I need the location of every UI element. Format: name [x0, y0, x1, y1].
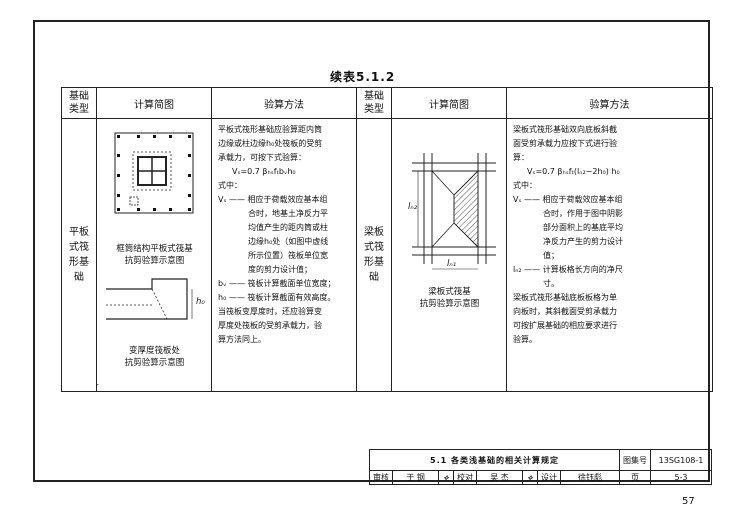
method-line: 合时，作用于图中阴影: [543, 209, 623, 218]
diagram-left-svg: [106, 132, 194, 320]
method-line: Vₛ=0.7 βₕₛfₜ(lₙ₂−2h₀) h₀: [527, 167, 620, 176]
method-line: h₀ —— 筏板计算截面有效高度。: [218, 293, 336, 302]
review-label: 审核: [369, 470, 393, 485]
review-name: 于 钢: [391, 470, 440, 485]
method-line: 算：: [513, 153, 529, 162]
raft-outline: [114, 132, 194, 214]
method-line: 承载力，可按下式验算：: [218, 153, 306, 162]
method-left: 平板式筏形基础应验算距内筒边缘或柱边缘h₀处筏板的受剪承载力，可按下式验算： Vₛ…: [211, 118, 357, 392]
method-line: 寸。: [543, 279, 559, 288]
header-diagram-right: 计算简图: [391, 87, 507, 119]
shaded-area: [453, 170, 479, 248]
calc-table: 基础 类型 计算简图 验算方法 基础 类型 计算简图 验算方法 平板 式筏 形基…: [61, 87, 713, 392]
type-right: 梁板 式筏 形基 础: [356, 118, 392, 392]
method-line: 所示位置）筏板单位宽: [248, 251, 328, 260]
method-line: 梁板式筏形基础双向底板斜截: [513, 125, 617, 134]
method-line: 厚度处筏板的受剪承载力，验: [218, 321, 322, 330]
diagram-right-cell: lₙ₂ lₙ₁ 梁板式筏基 抗剪验算示意图: [391, 118, 507, 392]
method-line: 合时，地基土净反力平: [248, 209, 328, 218]
header-type-right: 基础 类型: [356, 87, 392, 119]
atlas-number: 13SG108-1: [650, 449, 712, 471]
diagram-left-cell: h₀ 框筒结构平板式筏基 抗剪验算示意图 变厚度筏板处 抗剪验算示意图: [96, 118, 212, 392]
table-body-row: 平板 式筏 形基 础: [61, 118, 713, 392]
design-name: 徐钰彪: [559, 470, 621, 485]
method-line: 梁板式筏形基础底板板格为单: [513, 293, 617, 302]
fig1-caption: 框筒结构平板式筏基 抗剪验算示意图: [116, 244, 193, 266]
method-line: Vₛ —— 相应于荷载效应基本组: [513, 195, 623, 204]
method-line: 平板式筏形基础应验算距内筒: [218, 125, 322, 134]
dim-ln2: lₙ₂: [408, 202, 418, 212]
review-signature: ⟡: [438, 470, 454, 485]
header-method-right: 验算方法: [506, 87, 713, 119]
diagram-right-svg: [412, 153, 496, 270]
method-line: Vₛ=0.7 βₕₛfₜbᵥh₀: [232, 167, 296, 176]
method-line: 度的剪力设计值；: [248, 265, 312, 274]
method-line: 可按扩展基础的相应要求进行: [513, 321, 617, 330]
table-header-row: 基础 类型 计算简图 验算方法 基础 类型 计算简图 验算方法: [61, 87, 713, 119]
method-line: 面受剪承载力应按下式进行验: [513, 139, 617, 148]
drawing-title: 5.1 各类浅基础的相关计算规定: [369, 449, 620, 471]
method-line: bᵥ —— 筏板计算截面单位宽度；: [218, 279, 336, 288]
method-line: 边缘h₀处（如图中虚线: [248, 237, 329, 246]
method-line: 验算。: [513, 335, 537, 344]
page-label: 页: [619, 470, 651, 485]
dim-h0-left: h₀: [196, 297, 205, 307]
critical-section: [132, 151, 172, 191]
header-type-left: 基础 类型: [61, 87, 97, 119]
page-value: 5-3: [650, 470, 712, 485]
variable-thickness-section: [106, 278, 188, 320]
method-line: 边缘或柱边缘h₀处筏板的受剪: [218, 139, 323, 148]
check-name: 吴 杰: [475, 470, 524, 485]
method-line: 均值产生的距内筒或柱: [248, 223, 328, 232]
method-line: 部分面积上的基底平均: [543, 223, 623, 232]
method-line: Vₛ —— 相应于荷载效应基本组: [218, 195, 328, 204]
method-line: 净反力产生的剪力设计: [543, 237, 623, 246]
dim-ln1: lₙ₁: [447, 259, 457, 269]
method-line: 向板时，其斜截面受剪承载力: [513, 307, 617, 316]
header-method-left: 验算方法: [211, 87, 357, 119]
method-right: 梁板式筏形基础双向底板斜截面受剪承载力应按下式进行验算： Vₛ=0.7 βₕₛfₜ…: [506, 118, 713, 392]
method-line: 式中：: [218, 181, 242, 190]
column-dots: [117, 135, 191, 211]
header-diagram-left: 计算简图: [96, 87, 212, 119]
method-line: 式中：: [513, 181, 537, 190]
design-label: 设计: [536, 470, 561, 485]
table-caption: 续表5.1.2: [330, 70, 396, 84]
check-signature: ⟡: [522, 470, 538, 485]
fig2-caption: 变厚度筏板处 抗剪验算示意图: [124, 346, 185, 368]
fig-right-caption: 梁板式筏基 抗剪验算示意图: [419, 287, 480, 309]
atlas-label: 图集号: [619, 449, 651, 471]
method-line: 算方法同上。: [218, 335, 266, 344]
check-label: 校对: [452, 470, 477, 485]
type-left: 平板 式筏 形基 础: [61, 118, 97, 392]
page-number: 57: [682, 496, 695, 507]
method-line: 值；: [543, 251, 559, 260]
method-line: lₙ₂ —— 计算板格长方向的净尺: [513, 265, 623, 274]
title-block: 5.1 各类浅基础的相关计算规定 图集号 13SG108-1 审核 于 钢 ⟡ …: [369, 449, 712, 485]
method-line: 当筏板变厚度时，还应验算变: [218, 307, 322, 316]
